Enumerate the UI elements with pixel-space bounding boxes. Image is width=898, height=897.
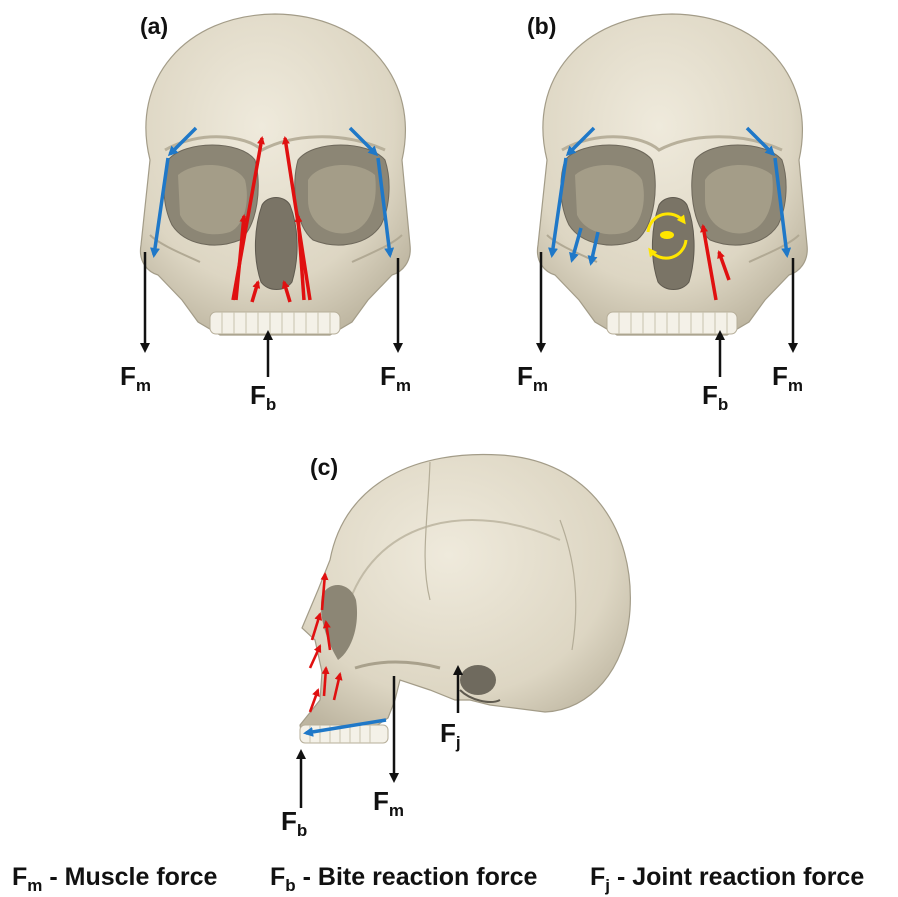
- panel-b-label: (b): [527, 13, 556, 39]
- panel-a-label: (a): [140, 13, 168, 39]
- force-label-fb: Fb: [281, 806, 307, 840]
- skull-frontal-b: [537, 14, 807, 335]
- panel-a: (a): [120, 13, 411, 414]
- force-label-fb: Fb: [250, 380, 276, 414]
- force-label-fm-right: Fm: [380, 361, 411, 395]
- skull-frontal-a: [140, 14, 410, 335]
- force-label-fm-left: Fm: [517, 361, 548, 395]
- force-label-fj: Fj: [440, 718, 461, 752]
- panel-c-label: (c): [310, 454, 338, 480]
- force-label-fb: Fb: [702, 380, 728, 414]
- legend: Fm - Muscle force Fb - Bite reaction for…: [12, 863, 864, 895]
- force-label-fm-right: Fm: [772, 361, 803, 395]
- legend-item-joint-force: Fj - Joint reaction force: [590, 863, 864, 895]
- legend-item-muscle-force: Fm - Muscle force: [12, 863, 218, 895]
- legend-item-bite-force: Fb - Bite reaction force: [270, 863, 537, 895]
- force-label-fm: Fm: [373, 786, 404, 820]
- skull-lateral: [300, 454, 630, 743]
- panel-b: (b): [517, 13, 807, 414]
- force-label-fm-left: Fm: [120, 361, 151, 395]
- panel-c: (c): [281, 454, 630, 840]
